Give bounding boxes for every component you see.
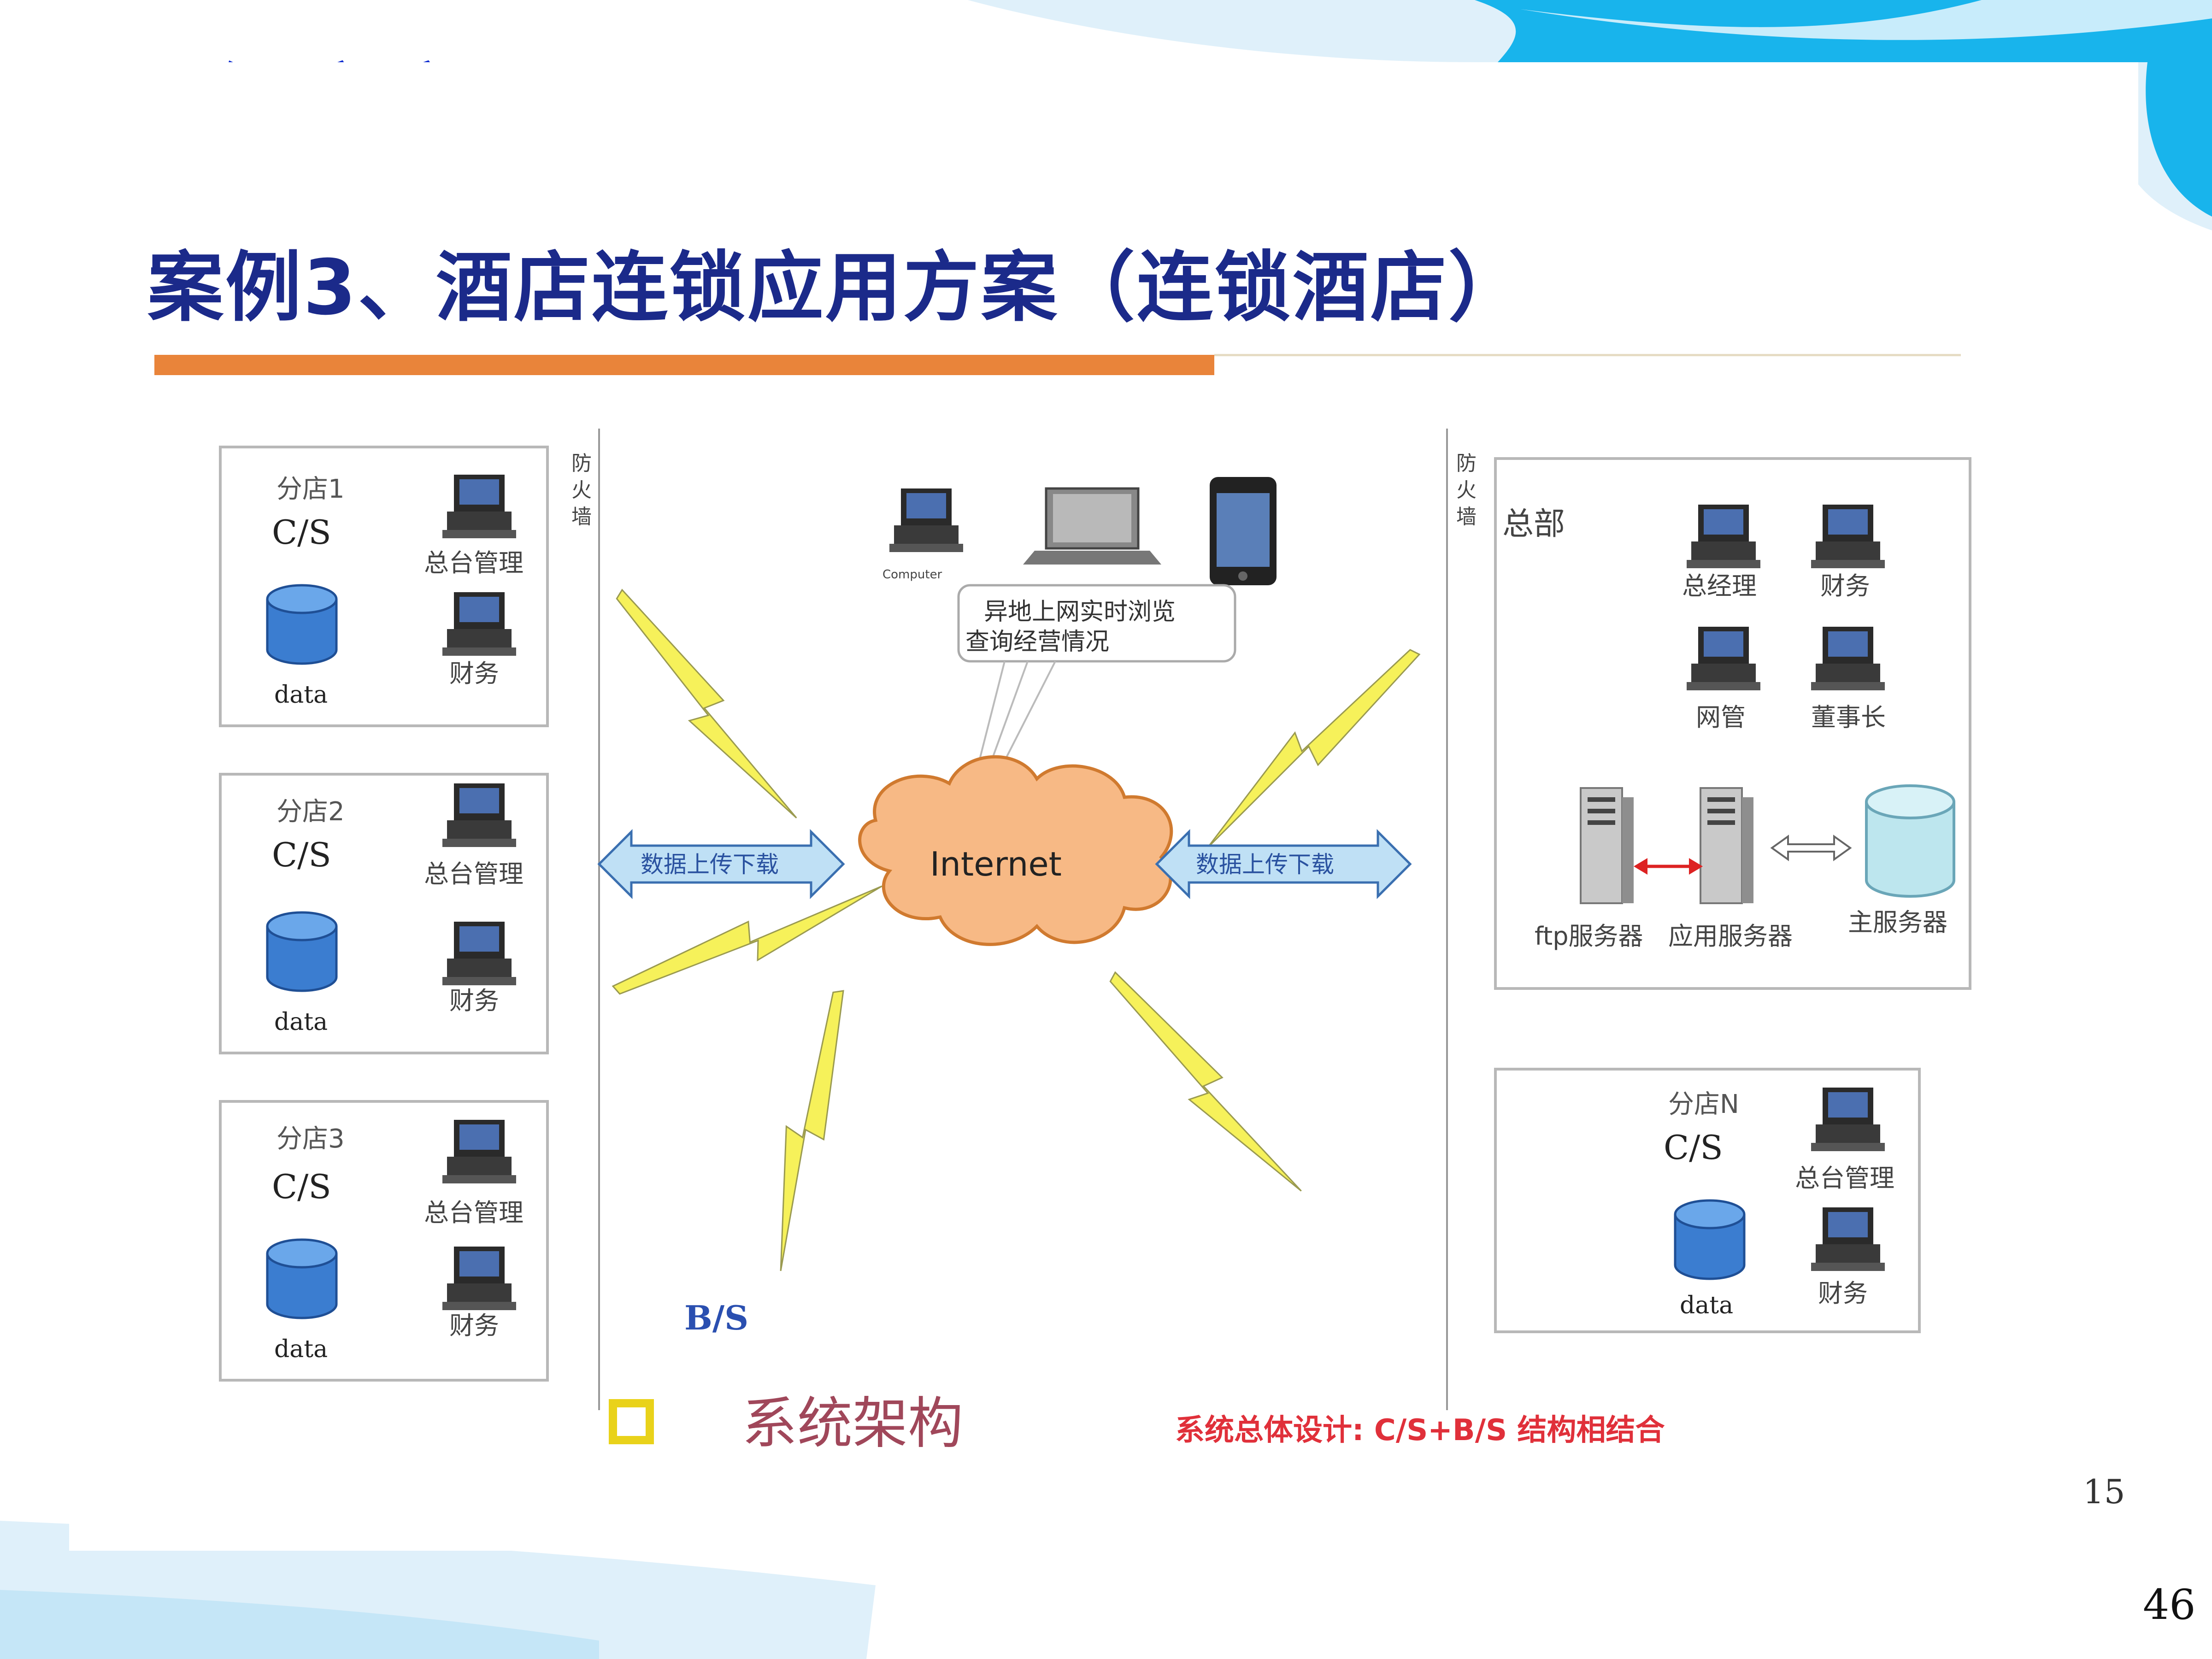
internet-cloud [858, 755, 1173, 946]
main-server-label: 主服务器 [1848, 908, 1947, 937]
case-heading: 案例3、酒店连锁应用方案（连锁酒店） [147, 243, 1526, 332]
branch-mode-3: C/S [272, 1167, 331, 1206]
branch-pc2-label-3: 财务 [449, 1311, 499, 1340]
main-database-icon [1865, 784, 1955, 898]
computer-icon [889, 488, 963, 552]
upload-label-left: 数据上传下载 [641, 851, 779, 878]
bs-label: B/S [684, 1298, 748, 1337]
upload-arrow-right [1155, 829, 1412, 900]
branch-name-2: 分店2 [276, 797, 345, 827]
callout-line1: 异地上网实时浏览 [984, 598, 1176, 626]
upload-arrow-left [597, 829, 845, 900]
branch-n-pc1-label: 总台管理 [1795, 1164, 1894, 1193]
hq-pc-label-3: 网管 [1696, 703, 1746, 732]
database-icon [267, 585, 336, 664]
hq-pc-label-2: 财务 [1820, 571, 1870, 600]
app-server-label: 应用服务器 [1668, 922, 1793, 951]
firewall-label-left: 防火墙 [571, 452, 592, 529]
heading-underline [154, 355, 1214, 375]
callout-box [957, 584, 1236, 663]
branch-n-pc2-label: 财务 [1818, 1279, 1868, 1308]
laptop-icon [1023, 487, 1161, 565]
branch-name-1: 分店1 [276, 474, 345, 504]
branch-n-name: 分店N [1668, 1089, 1739, 1119]
branch-db-label-2: data [274, 1008, 328, 1036]
database-icon [1675, 1200, 1744, 1279]
computer-caption: Computer [882, 568, 942, 582]
smartphone-icon [1210, 477, 1277, 585]
ftp-server-label: ftp服务器 [1535, 922, 1643, 951]
branch-pc1-label-1: 总台管理 [424, 548, 524, 577]
hq-pc-label-1: 总经理 [1682, 571, 1757, 600]
branch-n-mode: C/S [1664, 1128, 1723, 1167]
internet-label: Internet [930, 845, 1062, 883]
connection-bolt [1102, 971, 1310, 1192]
branch-pc2-label-1: 财务 [449, 659, 499, 688]
branch-db-label-3: data [274, 1335, 328, 1363]
branch-mode-1: C/S [272, 513, 331, 552]
design-note: 系统总体设计: C/S+B/S 结构相结合 [1175, 1413, 1665, 1447]
server-link-arrow [1634, 858, 1703, 875]
hq-pc-label-4: 董事长 [1811, 703, 1886, 732]
branch-mode-2: C/S [272, 835, 331, 874]
page-number: 46 [2143, 1581, 2196, 1629]
callout-line2: 查询经营情况 [965, 628, 1109, 656]
database-icon [267, 1240, 336, 1318]
db-link-arrow [1770, 835, 1852, 861]
bullet-square [609, 1399, 654, 1444]
branch-pc1-label-3: 总台管理 [424, 1198, 524, 1227]
upload-label-right: 数据上传下载 [1196, 851, 1334, 878]
branch-n-db-label: data [1680, 1292, 1733, 1319]
firewall-label-right: 防火墙 [1456, 452, 1477, 529]
arch-label: 系统架构 [742, 1392, 963, 1456]
branch-pc2-label-2: 财务 [449, 986, 499, 1015]
branch-pc1-label-2: 总台管理 [424, 859, 524, 888]
server-icon [1580, 787, 1635, 904]
branch-db-label-1: data [274, 681, 328, 709]
heading-rule [1214, 354, 1961, 356]
inner-page-number: 15 [2083, 1472, 2125, 1511]
branch-name-3: 分店3 [276, 1124, 345, 1154]
connection-bolt [1206, 649, 1420, 849]
connection-bolt [666, 986, 955, 1272]
hq-name: 总部 [1502, 506, 1565, 542]
connection-bolt [598, 588, 816, 819]
server-icon [1700, 787, 1754, 904]
database-icon [267, 912, 336, 991]
